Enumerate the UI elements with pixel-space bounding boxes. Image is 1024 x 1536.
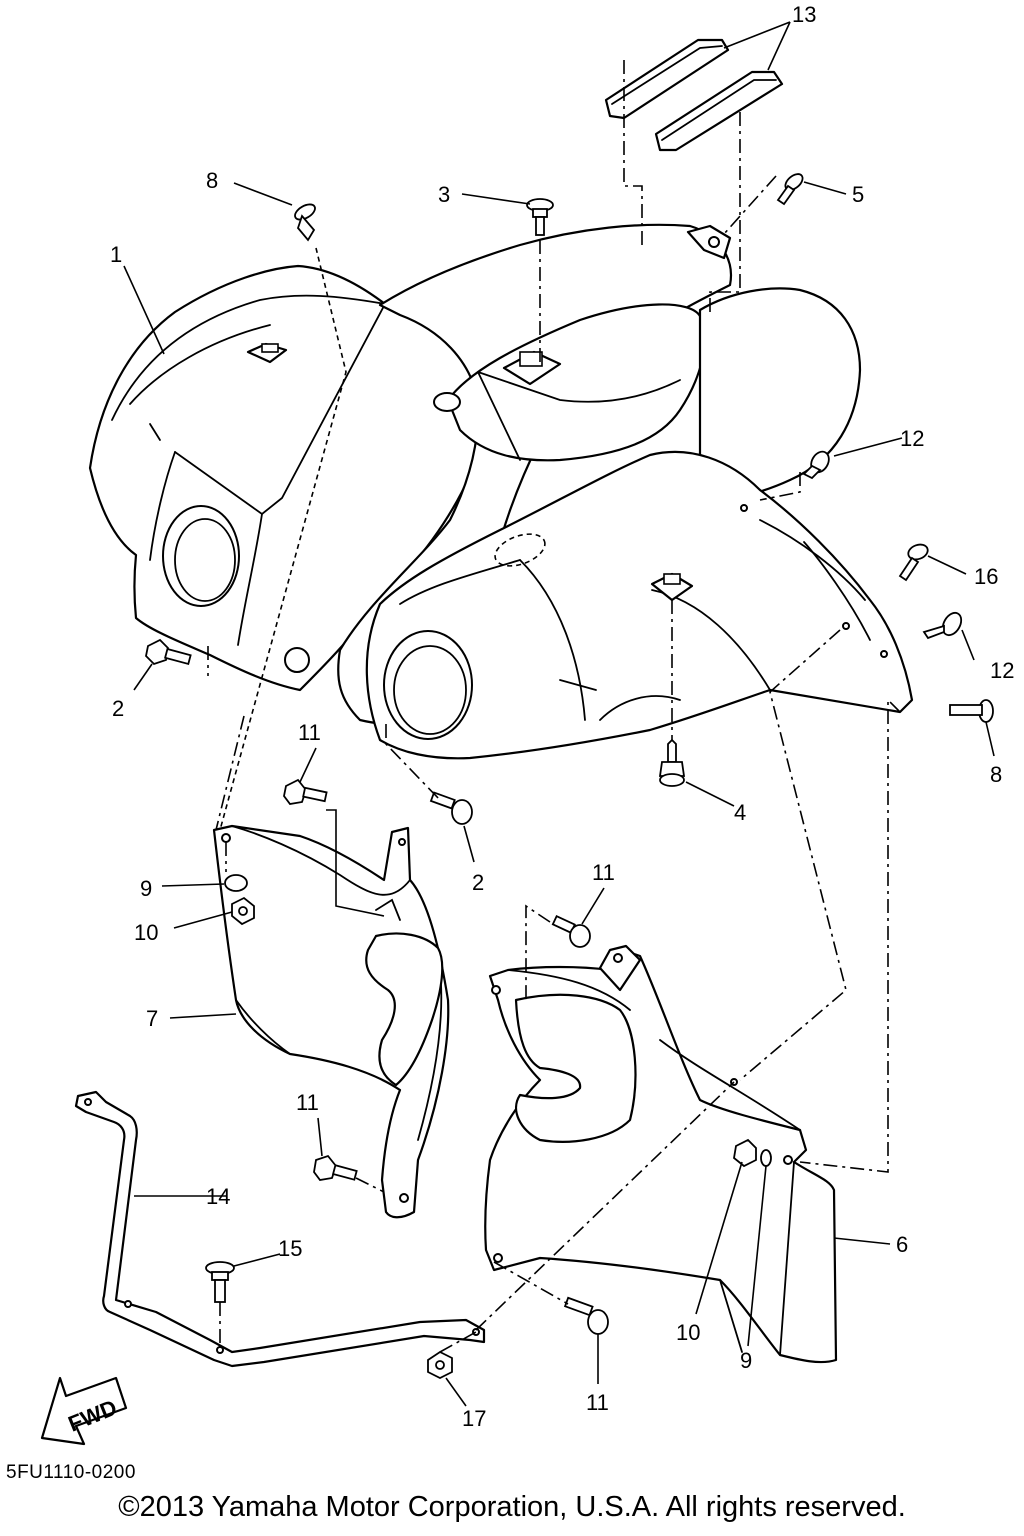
callout-8-top: 8: [206, 168, 218, 193]
washer-9-right-icon: [760, 1149, 772, 1167]
callout-12-top: 12: [900, 426, 924, 451]
bolt-11-c-icon: [313, 1154, 358, 1181]
callout-13: 13: [792, 2, 816, 27]
callout-14: 14: [206, 1184, 230, 1209]
bolt-8-right-icon: [949, 699, 994, 723]
callout-8-right: 8: [990, 762, 1002, 787]
assembly-lines: [207, 60, 901, 1353]
callout-7: 7: [146, 1006, 158, 1031]
callout-11-b: 11: [592, 860, 615, 885]
bolt-11-a-icon: [283, 778, 328, 805]
bolt-5-icon: [776, 173, 804, 206]
bolt-3-icon: [526, 198, 554, 236]
callout-4: 4: [734, 800, 746, 825]
rubber-strips-13: [604, 38, 784, 152]
bolt-2-left-icon: [145, 638, 192, 666]
callout-2-middle: 2: [472, 870, 484, 895]
callout-3: 3: [438, 182, 450, 207]
callout-9-left: 9: [140, 876, 152, 901]
callout-6: 6: [896, 1232, 908, 1257]
callout-12-right: 12: [990, 658, 1014, 683]
screw-16-icon: [898, 543, 929, 582]
callout-10-left: 10: [134, 920, 158, 945]
nut-10-right-icon: [733, 1138, 757, 1168]
bolt-15-icon: [205, 1261, 235, 1303]
diagram-code: 5FU1110-0200: [6, 1462, 136, 1483]
bolt-11-d-icon: [563, 1296, 609, 1335]
callout-17: 17: [462, 1406, 486, 1431]
callout-11-a: 11: [298, 720, 321, 745]
callout-9-right: 9: [740, 1348, 752, 1373]
bolt-8-top-icon: [294, 203, 316, 242]
fwd-arrow-icon: FWD: [40, 1376, 128, 1446]
copyright-notice: ©2013 Yamaha Motor Corporation, U.S.A. A…: [118, 1491, 906, 1523]
callout-11-d: 11: [586, 1390, 609, 1415]
nut-17-icon: [427, 1350, 453, 1380]
nut-10-left-icon: [231, 896, 255, 926]
clip-12-top-icon: [802, 450, 830, 480]
callout-leaders: [123, 21, 995, 1407]
callout-15: 15: [278, 1236, 302, 1261]
callout-11-c: 11: [296, 1090, 319, 1115]
side-fender-6: [365, 450, 914, 760]
callout-16: 16: [974, 564, 998, 589]
inner-panel-6-lower: [484, 944, 838, 1364]
callout-2-left: 2: [112, 696, 124, 721]
clip-12-right-icon: [922, 611, 963, 640]
callout-10-right: 10: [676, 1320, 700, 1345]
bolt-11-b-icon: [551, 914, 591, 948]
front-fender-1: [88, 264, 491, 692]
callout-labels: 13 8 3 5 1 12 16 12 2 8 11 4 2 9 11 10 7…: [110, 2, 1014, 1431]
inner-panel-7: [212, 824, 450, 1219]
washer-9-left-icon: [224, 874, 248, 892]
screw-4-icon: [658, 738, 686, 787]
stay-bracket-14: [74, 1090, 486, 1368]
callout-5: 5: [852, 182, 864, 207]
callout-1: 1: [110, 242, 122, 267]
parts-diagram: FWD 13 8 3 5 1 12 16 12 2 8 11 4 2 9 11 …: [40, 2, 1014, 1446]
